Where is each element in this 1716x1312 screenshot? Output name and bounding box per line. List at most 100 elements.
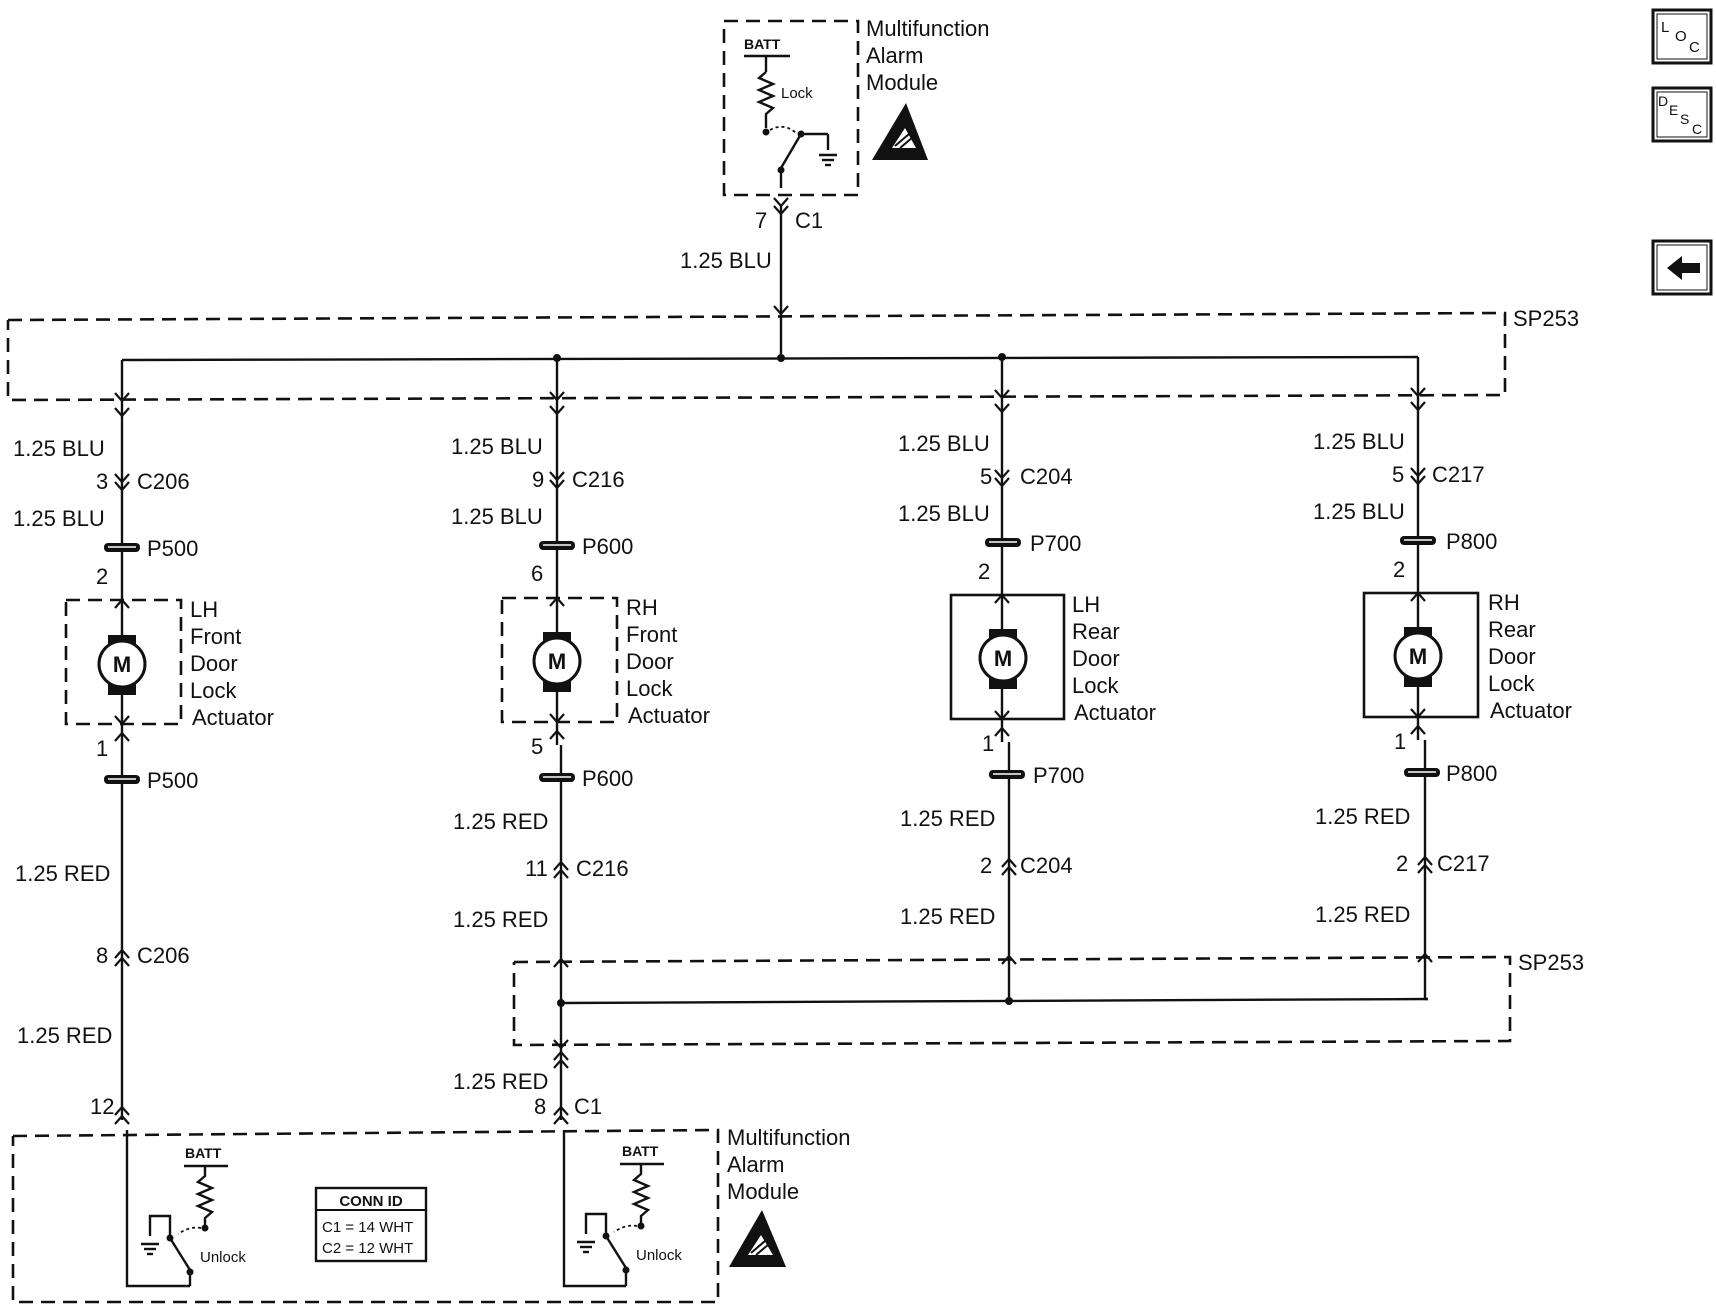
lh-rear-plug-pin-in: 2 — [978, 559, 990, 584]
top-c1-label: C1 — [795, 208, 823, 233]
top-module-batt: BATT — [744, 36, 781, 52]
top-alarm-module: BATT Lock Multifunction Alarm Module — [722, 16, 990, 197]
rh-rear-name-5: Actuator — [1490, 698, 1572, 723]
lh-front-plug-out-icon — [104, 775, 140, 784]
lh-rear-actuator-box — [949, 593, 1066, 721]
lh-front-plug-pin-in: 2 — [96, 564, 108, 589]
top-splice-sp253: SP253 — [6, 306, 1579, 402]
bottom-splice-label: SP253 — [1518, 950, 1584, 975]
rh-rear-conn-in: C217 — [1432, 462, 1485, 487]
rh-front-name-4: Lock — [626, 676, 673, 701]
lh-front-wire-out-1: 1.25 RED — [15, 861, 110, 886]
top-module-ground-icon — [817, 153, 839, 167]
lh-front-conn-in: C206 — [137, 469, 190, 494]
loc-button[interactable]: L O C — [1651, 8, 1713, 65]
rh-front-wire-in-1: 1.25 BLU — [451, 434, 543, 459]
lh-rear-plug-in: P700 — [1030, 531, 1081, 556]
rh-front-conn-out-pin: 11 — [525, 856, 548, 881]
rh-rear-plug-in: P800 — [1446, 529, 1497, 554]
lh-front-name-1: LH — [190, 597, 218, 622]
loc-letter-1: L — [1661, 19, 1669, 36]
top-c1-pin: 7 — [755, 208, 767, 233]
rh-rear-wire-in-1: 1.25 BLU — [1313, 429, 1405, 454]
top-module-title-3: Module — [866, 70, 938, 95]
rh-front-wire-out-2: 1.25 RED — [453, 907, 548, 932]
rh-rear-conn-in-pin: 5 — [1392, 462, 1404, 487]
top-module-switch-label: Lock — [781, 85, 813, 102]
lh-front-plug-in: P500 — [147, 536, 198, 561]
bottom-module-title-1: Multifunction — [727, 1125, 851, 1150]
rh-rear-actuator-box — [1362, 591, 1480, 719]
rh-front-wire-out-1: 1.25 RED — [453, 809, 548, 834]
lh-rear-plug-out-icon — [989, 770, 1025, 779]
actuator-column-rh-rear: 1.25 BLU 5 C217 1.25 BLU P800 2 M RH Rea… — [1313, 357, 1572, 1001]
lh-rear-conn-in: C204 — [1020, 464, 1073, 489]
rh-rear-plug-pin-in: 2 — [1393, 557, 1405, 582]
rh-rear-conn-out-pin: 2 — [1396, 851, 1408, 876]
rh-rear-wire-out-2: 1.25 RED — [1315, 902, 1410, 927]
rh-rear-name-4: Lock — [1488, 671, 1535, 696]
lh-rear-plug-in-icon — [985, 538, 1021, 547]
bottom-alarm-module: BATT Unlock CONN ID C1 = 14 WHT C2 = 12 … — [11, 1125, 851, 1304]
lh-rear-plug-pin-out: 1 — [982, 731, 994, 756]
top-module-esd-icon — [872, 103, 928, 160]
rh-rear-name-3: Door — [1488, 644, 1536, 669]
rh-front-motor-label: M — [548, 649, 566, 674]
rh-front-name-2: Front — [626, 622, 677, 647]
lh-rear-plug-out: P700 — [1033, 763, 1084, 788]
top-module-resistor — [755, 71, 777, 128]
lh-front-motor-label: M — [113, 652, 131, 677]
lh-rear-name-3: Door — [1072, 646, 1120, 671]
actuator-column-rh-front: 1.25 BLU 9 C216 1.25 BLU P600 6 M RH Fro… — [451, 358, 710, 1003]
bottom-c1-label: C1 — [574, 1094, 602, 1119]
lh-front-conn-out-pin: 8 — [96, 943, 108, 968]
left-arrow-icon — [1667, 256, 1700, 280]
rh-rear-plug-pin-out: 1 — [1394, 729, 1406, 754]
rh-front-name-1: RH — [626, 595, 658, 620]
desc-letter-4: C — [1692, 121, 1702, 137]
desc-letter-1: D — [1658, 93, 1668, 109]
bottom-left-batt: BATT — [185, 1145, 222, 1161]
rh-rear-motor-label: M — [1409, 644, 1427, 669]
lh-rear-conn-in-pin: 5 — [980, 464, 992, 489]
rh-front-actuator-box — [500, 596, 619, 724]
rh-rear-plug-out: P800 — [1446, 761, 1497, 786]
lh-front-name-4: Lock — [190, 678, 237, 703]
bottom-module-esd-icon — [729, 1210, 786, 1267]
top-c1-connector: 7 C1 1.25 BLU — [680, 197, 823, 356]
lh-front-conn-in-pin: 3 — [96, 469, 108, 494]
lh-front-plug-in-icon — [104, 543, 140, 552]
lh-rear-name-5: Actuator — [1074, 700, 1156, 725]
lh-rear-motor-label: M — [994, 646, 1012, 671]
lh-rear-wire-in-1: 1.25 BLU — [898, 431, 990, 456]
lh-rear-conn-out-pin: 2 — [980, 853, 992, 878]
bottom-c1-pin: 8 — [534, 1094, 546, 1119]
loc-letter-2: O — [1675, 28, 1687, 45]
top-feed-wire-label: 1.25 BLU — [680, 248, 772, 273]
lh-front-name-2: Front — [190, 624, 241, 649]
lh-rear-name-2: Rear — [1072, 619, 1120, 644]
lh-front-plug-out: P500 — [147, 768, 198, 793]
lh-front-conn-out: C206 — [137, 943, 190, 968]
rh-front-plug-in-icon — [539, 541, 575, 550]
actuator-column-lh-rear: 1.25 BLU 5 C204 1.25 BLU P700 2 M LH Rea… — [898, 357, 1156, 1001]
back-button[interactable] — [1651, 239, 1713, 296]
conn-id-title: CONN ID — [339, 1193, 403, 1210]
bottom-module-title-2: Alarm — [727, 1152, 784, 1177]
bottom-left-ground-icon — [139, 1242, 161, 1256]
bottom-module-title-3: Module — [727, 1179, 799, 1204]
bottom-right-ground-icon — [575, 1240, 597, 1254]
desc-button[interactable]: D E S C — [1651, 86, 1713, 143]
bottom-right-switch-label: Unlock — [636, 1247, 682, 1264]
top-module-title-1: Multifunction — [866, 16, 990, 41]
lh-front-actuator-box — [64, 598, 183, 726]
rh-rear-name-2: Rear — [1488, 617, 1536, 642]
lh-front-wire-out-2: 1.25 RED — [17, 1023, 112, 1048]
lh-front-plug-pin-out: 1 — [96, 736, 108, 761]
rh-rear-plug-out-icon — [1404, 768, 1440, 777]
rh-rear-plug-in-icon — [1400, 536, 1436, 545]
lh-rear-name-1: LH — [1072, 592, 1100, 617]
lh-front-name-5: Actuator — [192, 705, 274, 730]
rh-front-name-5: Actuator — [628, 703, 710, 728]
rh-front-plug-out-icon — [539, 773, 575, 782]
